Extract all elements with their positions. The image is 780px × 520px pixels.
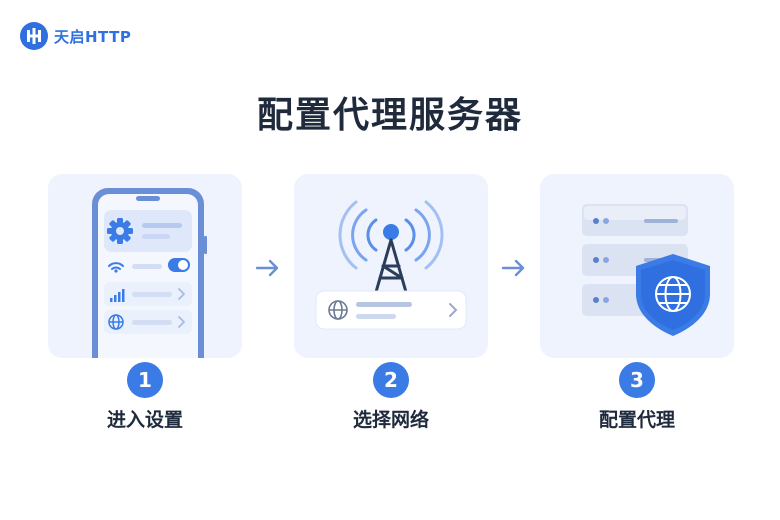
- step-label-settings: 进入设置: [106, 409, 183, 431]
- step-card-network: [294, 174, 488, 358]
- step-label-proxy: 配置代理: [598, 409, 675, 431]
- page-title: 配置代理服务器: [256, 95, 523, 136]
- step-card-settings: [48, 174, 242, 358]
- brand-name: 天启HTTP: [54, 27, 132, 46]
- step-number-1: 1: [127, 362, 163, 398]
- step-number-2: 2: [373, 362, 409, 398]
- brand-logo: 天启HTTP: [20, 22, 131, 50]
- step-number-3: 3: [619, 362, 655, 398]
- logo-icon: [20, 22, 48, 50]
- arrow-right-icon: [255, 259, 279, 277]
- antenna-network-icon: [315, 200, 467, 330]
- step-label-network: 选择网络: [352, 409, 429, 431]
- server-shield-globe-icon: [582, 204, 710, 336]
- phone-settings-icon: [92, 188, 207, 358]
- step-card-proxy: [540, 174, 734, 358]
- arrow-right-icon: [501, 259, 525, 277]
